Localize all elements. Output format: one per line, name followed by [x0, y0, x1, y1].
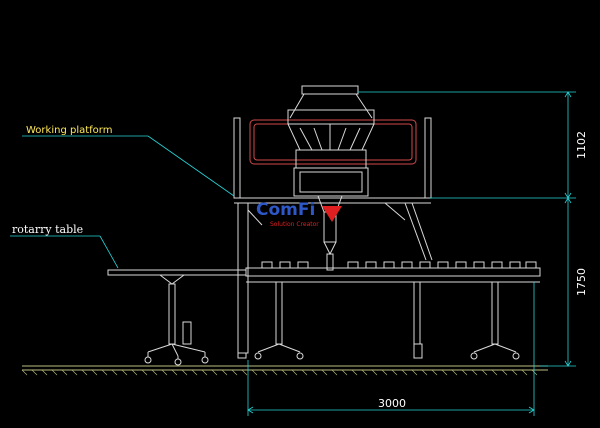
machine-frame: [233, 117, 541, 360]
conveyor-buckets: [261, 261, 537, 269]
logo: ComFi Solution Creator: [256, 200, 342, 228]
multihead-weigher: [287, 85, 375, 271]
callout-leaders: [10, 135, 235, 269]
logo-brand: ComFi: [256, 200, 315, 220]
dimension-height-top: 1102: [575, 131, 588, 159]
logo-triangle: [322, 206, 342, 222]
dimension-height-bottom: 1750: [575, 268, 588, 296]
dimension-width: 3000: [378, 397, 406, 410]
rotary-table: [107, 269, 247, 366]
logo-tagline: Solution Creator: [270, 221, 319, 228]
callout-rotary-table: rotarry table: [12, 223, 83, 236]
callout-working-platform: Working platform: [26, 125, 112, 136]
ground: [21, 365, 548, 376]
dimension-lines: [247, 91, 576, 416]
